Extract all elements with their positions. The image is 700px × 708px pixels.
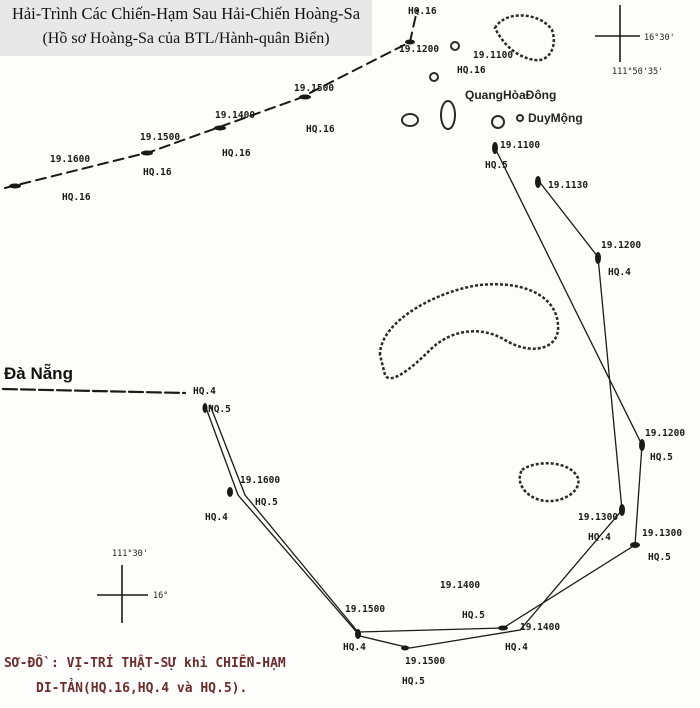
hq5-route: [209, 147, 643, 633]
ship-label: HQ.16: [306, 124, 335, 135]
islet-1: [440, 100, 456, 130]
islet-6: [516, 114, 524, 122]
ship-marker: [492, 142, 498, 154]
time-label: 19.1130: [548, 180, 588, 191]
ship-marker: [214, 125, 226, 131]
ship-label: HQ.5: [208, 404, 231, 415]
ship-marker: [141, 150, 153, 156]
ship-label: HQ.5: [255, 497, 278, 508]
time-label: 19.1100: [500, 140, 540, 151]
islet-3: [491, 115, 505, 129]
ship-marker: [401, 645, 409, 651]
place-quanghoa: QuangHòaĐông: [465, 88, 556, 102]
island-reef: [378, 282, 560, 380]
ne-lon: 111°50'35': [612, 67, 663, 77]
ship-marker: [355, 629, 361, 639]
ship-label: HQ.5: [485, 160, 508, 171]
ship-marker: [630, 542, 640, 548]
time-label: 19.1300: [642, 528, 682, 539]
ship-label: HQ.16: [457, 65, 486, 76]
ship-label: HQ.16: [408, 6, 437, 17]
island-ne: [493, 14, 555, 62]
sw-lon: 111°30': [112, 549, 148, 559]
ship-marker: [9, 183, 21, 189]
time-label: 19.1300: [578, 512, 618, 523]
ship-marker: [498, 625, 508, 631]
ship-marker: [595, 252, 601, 264]
ship-marker: [619, 504, 625, 516]
ship-label: HQ.16: [62, 192, 91, 203]
ship-label: HQ.5: [650, 452, 673, 463]
title-line1: Hải-Trình Các Chiến-Hạm Sau Hải-Chiến Ho…: [11, 4, 361, 23]
time-label: 19.1500: [140, 132, 180, 143]
place-duymong: DuyMộng: [528, 111, 583, 125]
ship-label: HQ.4: [193, 386, 216, 397]
ship-label: HQ.5: [462, 610, 485, 621]
time-label: 19.1100: [473, 50, 513, 61]
caption-line1: SƠ-ĐỒ : VỊ-TRÍ THẬT-SỰ khi CHIẾN-HẠM: [4, 655, 286, 671]
islet-4: [429, 72, 439, 82]
ship-label: HQ.4: [205, 512, 228, 523]
time-label: 19.1400: [215, 110, 255, 121]
islet-2: [401, 113, 419, 127]
place-danang: Đà Nẵng: [4, 363, 73, 383]
time-label: 19.1500: [294, 83, 334, 94]
ne-lat: 16°30': [644, 33, 675, 43]
time-label: 19.1500: [345, 604, 385, 615]
ship-label: HQ.5: [402, 676, 425, 687]
time-label: 19.1400: [440, 580, 480, 591]
time-label: 19.1400: [520, 622, 560, 633]
ship-marker: [405, 39, 415, 45]
time-label: 19.1600: [50, 154, 90, 165]
ship-marker: [639, 439, 645, 451]
ship-label: HQ.4: [588, 532, 611, 543]
time-label: 19.1200: [601, 240, 641, 251]
time-label: 19.1200: [399, 44, 439, 55]
ship-marker: [299, 94, 311, 100]
ship-label: HQ.16: [222, 148, 251, 159]
islet-5: [450, 41, 460, 51]
ship-label: HQ.4: [608, 267, 631, 278]
sw-lat: 16°: [153, 591, 168, 601]
time-label: 19.1600: [240, 475, 280, 486]
ship-marker: [227, 487, 233, 497]
title-line2: (Hồ sơ Hoàng-Sa của BTL/Hành-quân Biển): [42, 30, 330, 47]
caption-line2: DI-TẢN(HQ.16,HQ.4 và HQ.5).: [36, 679, 247, 696]
ship-label: HQ.4: [505, 642, 528, 653]
ship-label: HQ.5: [648, 552, 671, 563]
danang-route: [1, 387, 187, 395]
title-box: Hải-Trình Các Chiến-Hạm Sau Hải-Chiến Ho…: [0, 0, 372, 56]
hq4-route: [204, 179, 623, 649]
ship-marker: [535, 176, 541, 188]
time-label: 19.1200: [645, 428, 685, 439]
time-label: 19.1500: [405, 656, 445, 667]
ship-marker: [202, 403, 208, 413]
ship-label: HQ.4: [343, 642, 366, 653]
island-small: [518, 462, 580, 503]
ship-label: HQ.16: [143, 167, 172, 178]
